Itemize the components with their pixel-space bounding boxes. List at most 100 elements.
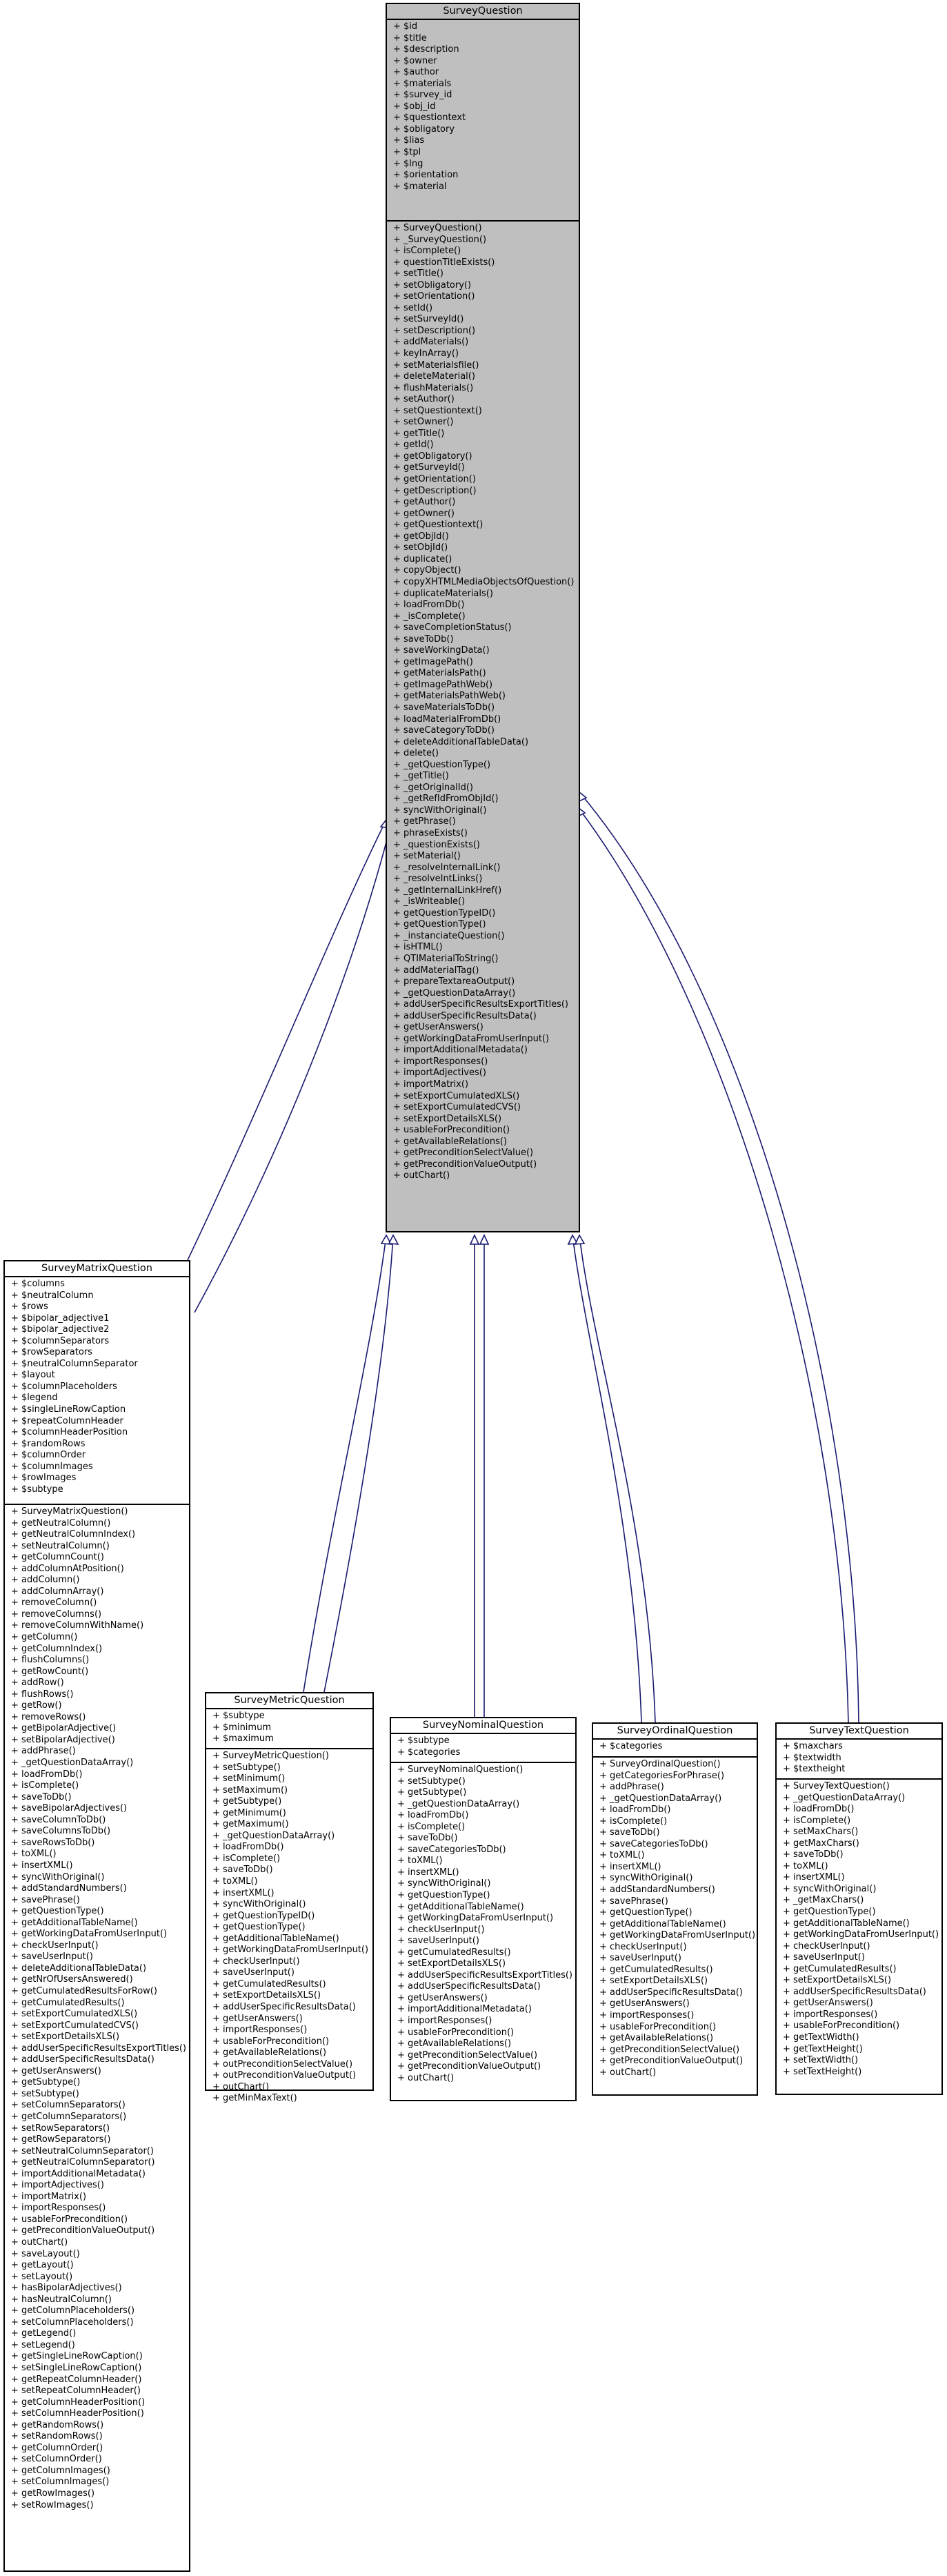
class-attribute: + $columns <box>11 1279 65 1289</box>
arrowhead-ordinal-1 <box>567 1234 579 1245</box>
class-attribute: + $categories <box>397 1747 461 1758</box>
class-operation: + setRowSeparators() <box>11 2123 110 2134</box>
class-operation: + SurveyMetricQuestion() <box>212 1751 329 1761</box>
class-operation: + loadMaterialFromDb() <box>393 714 501 725</box>
edge-text-1 <box>577 807 849 1723</box>
class-operation: + getUserAnswers() <box>783 1998 873 2009</box>
class-operation: + getTextHeight() <box>783 2043 863 2054</box>
class-operation: + setExportCumulatedCVS() <box>393 1102 521 1113</box>
class-operation: + SurveyQuestion() <box>393 223 482 233</box>
class-operation: + _getQuestionDataArray() <box>393 987 516 999</box>
class-attribute: + $textheight <box>783 1764 846 1775</box>
class-operation: + importMatrix() <box>393 1079 469 1090</box>
class-operation: + getRepeatColumnHeader() <box>11 2374 142 2385</box>
class-operation: + savePhrase() <box>11 1894 80 1905</box>
class-operation: + getAdditionalTableName() <box>599 1918 726 1929</box>
class-operation: + insertXML() <box>11 1860 73 1871</box>
class-operation: + usableForPrecondition() <box>397 2027 515 2038</box>
class-operation: + _resolveInternalLink() <box>393 862 501 873</box>
class-operation: + toXML() <box>397 1856 443 1867</box>
class-operation: + getMaximum() <box>212 1819 289 1830</box>
class-attribute: + $legend <box>11 1393 58 1404</box>
class-operation: + removeColumn() <box>11 1597 97 1609</box>
operations-section: + SurveyNominalQuestion()+ setSubtype()+… <box>391 1762 575 2085</box>
class-operation: + getPreconditionSelectValue() <box>393 1148 534 1159</box>
class-operation: + getSingleLineRowCaption() <box>11 2351 143 2362</box>
class-operation: + deleteAdditionalTableData() <box>393 736 529 747</box>
class-attribute: + $randomRows <box>11 1438 86 1449</box>
class-attribute: + $maximum <box>212 1733 274 1744</box>
class-attribute: + $columnHeaderPosition <box>11 1427 128 1438</box>
class-operation: + SurveyNominalQuestion() <box>397 1764 524 1775</box>
class-operation: + getRandomRows() <box>11 2419 104 2430</box>
class-operation: + saveCategoryToDb() <box>393 725 495 736</box>
class-operation: + getQuestionTypeID() <box>393 907 496 918</box>
class-attribute: + $columnOrder <box>11 1450 86 1461</box>
class-operation: + getCumulatedResults() <box>397 1947 511 1958</box>
class-operation: + getWorkingDataFromUserInput() <box>783 1929 939 1940</box>
class-operation: + syncWithOriginal() <box>599 1873 693 1884</box>
class-operation: + deleteMaterial() <box>393 371 475 382</box>
class-attribute: + $minimum <box>212 1722 271 1733</box>
class-operation: + importAdjectives() <box>11 2180 104 2191</box>
class-operation: + importAdditionalMetadata() <box>393 1045 528 1056</box>
class-operation: + getAvailableRelations() <box>397 2038 512 2049</box>
class-operation: + setColumnSeparators() <box>11 2100 126 2111</box>
class-operation: + getNeutralColumnSeparator() <box>11 2157 155 2168</box>
class-operation: + outChart() <box>599 2067 657 2078</box>
class-operation: + getOrientation() <box>393 474 476 485</box>
class-title: SurveyQuestion <box>387 4 579 20</box>
class-operation: + isComplete() <box>599 1816 668 1827</box>
class-operation: + getColumnPlaceholders() <box>11 2305 135 2317</box>
class-operation: + insertXML() <box>599 1861 661 1872</box>
class-operation: + hasNeutralColumn() <box>11 2294 112 2305</box>
class-operation: + getId() <box>393 440 434 451</box>
class-operation: + setExportCumulatedCVS() <box>11 2020 139 2031</box>
class-attribute: + $orientation <box>393 170 459 181</box>
class-attribute: + $material <box>393 181 447 192</box>
class-operation: + saveWorkingData() <box>393 645 490 656</box>
class-attribute: + $repeatColumnHeader <box>11 1415 123 1426</box>
class-operation: + setMinimum() <box>212 1773 286 1784</box>
class-operation: + getMinimum() <box>212 1807 286 1818</box>
class-operation: + getObjId() <box>393 531 449 542</box>
class-operation: + getQuestionType() <box>212 1922 306 1933</box>
class-operation: + getRowSeparators() <box>11 2134 111 2145</box>
class-operation: + addMaterials() <box>393 337 469 348</box>
class-operation: + importMatrix() <box>11 2191 87 2202</box>
class-operation: + saveToDb() <box>783 1849 844 1860</box>
class-operation: + getColumnSeparators() <box>11 2111 127 2122</box>
class-operation: + addUserSpecificResultsData() <box>783 1986 926 1997</box>
class-operation: + checkUserInput() <box>212 1956 300 1967</box>
class-operation: + setExportDetailsXLS() <box>212 1990 321 2001</box>
class-title: SurveyMatrixQuestion <box>5 1261 189 1277</box>
class-operation: + getSubtype() <box>212 1796 282 1807</box>
class-operation: + addUserSpecificResultsExportTitles() <box>397 1969 572 1980</box>
class-operation: + getColumnOrder() <box>11 2442 103 2453</box>
class-operation: + questionTitleExists() <box>393 257 495 268</box>
class-attribute: + $survey_id <box>393 90 452 101</box>
operations-section: + SurveyQuestion()+ _SurveyQuestion()+ i… <box>387 220 579 1183</box>
class-attribute: + $lias <box>393 135 425 146</box>
class-operation: + setOwner() <box>393 417 454 428</box>
class-operation: + outChart() <box>11 2237 68 2248</box>
class-operation: + usableForPrecondition() <box>212 2036 330 2047</box>
class-operation: + checkUserInput() <box>599 1941 687 1952</box>
class-operation: + setObjId() <box>393 542 448 553</box>
class-operation: + importAdjectives() <box>393 1068 486 1079</box>
attributes-section: + $subtype+ $minimum+ $maximum <box>206 1709 372 1748</box>
class-operation: + importAdditionalMetadata() <box>11 2168 146 2179</box>
class-operation: + getNrOfUsersAnswered() <box>11 1974 133 1985</box>
class-operation: + setExportCumulatedXLS() <box>393 1090 520 1101</box>
class-operation: + getSubtype() <box>11 2077 81 2088</box>
class-title: SurveyTextQuestion <box>777 1724 941 1740</box>
operations-section: + SurveyOrdinalQuestion()+ getCategories… <box>593 1756 757 2080</box>
class-operation: + setObligatory() <box>393 279 472 291</box>
class-attribute: + $obligatory <box>393 124 455 135</box>
class-operation: + _resolveIntLinks() <box>393 874 483 885</box>
class-box-surveynominalquestion: SurveyNominalQuestion + $subtype+ $categ… <box>390 1717 577 2101</box>
class-operation: + getAuthor() <box>393 497 456 508</box>
class-box-surveytextquestion: SurveyTextQuestion + $maxchars+ $textwid… <box>775 1722 943 2095</box>
class-operation: + saveToDb() <box>212 1865 273 1876</box>
class-operation: + getWorkingDataFromUserInput() <box>212 1945 369 1956</box>
